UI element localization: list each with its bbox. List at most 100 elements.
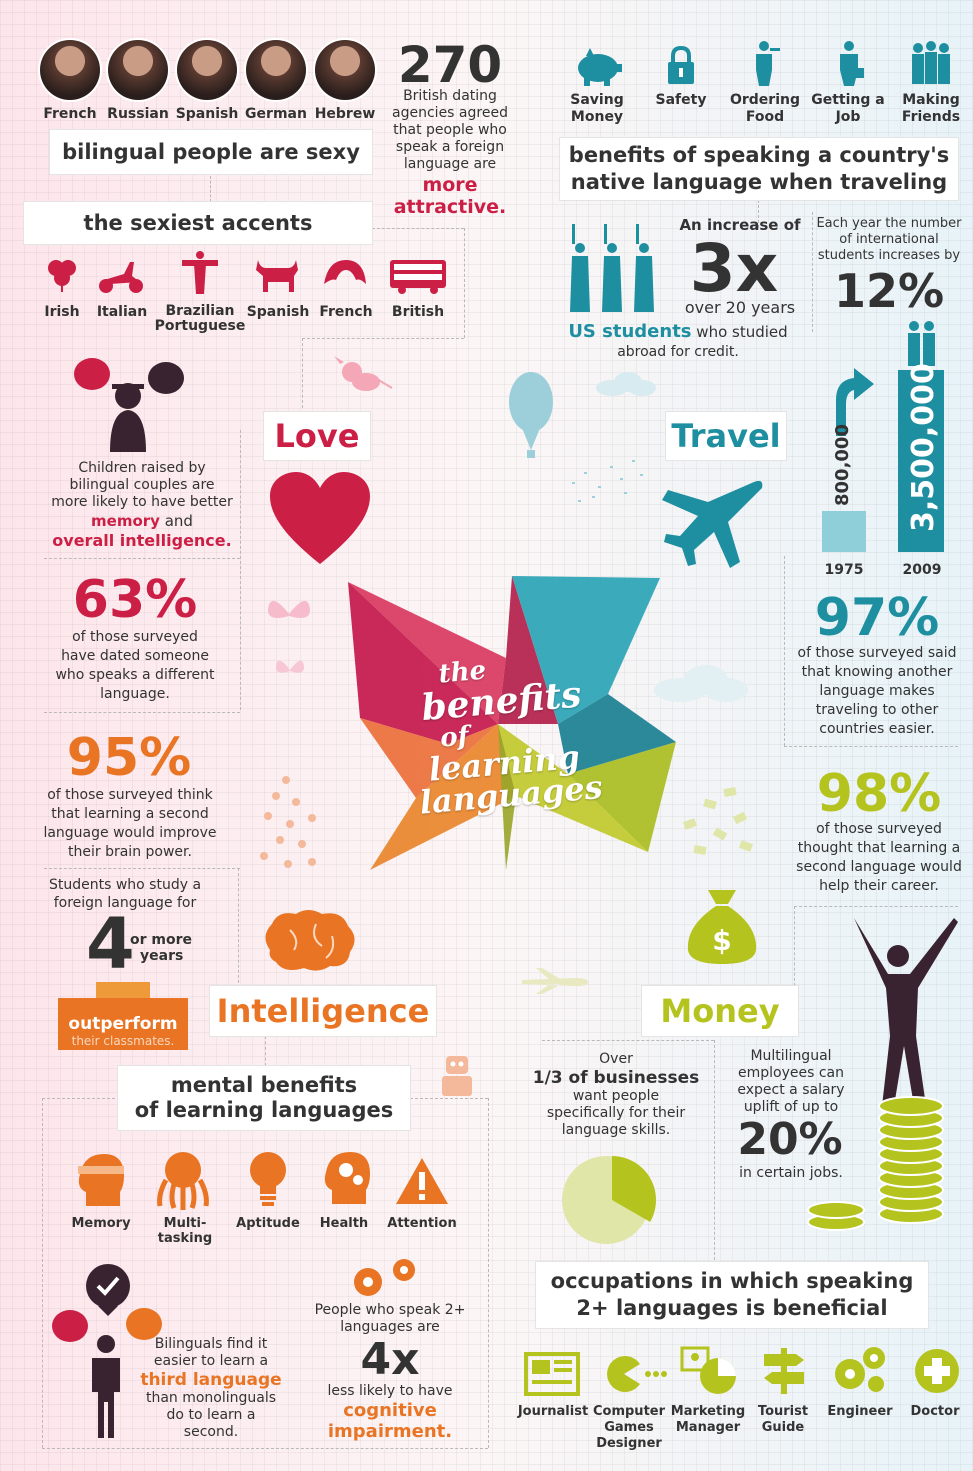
flying-bills-icon [682, 787, 754, 855]
group-of-friends-icon [912, 41, 950, 84]
piggy-bank-icon [578, 48, 622, 86]
travel-icon-label: Making Friends [901, 92, 961, 125]
signpost-icon [764, 1348, 804, 1394]
mental-label: Multi-tasking [157, 1216, 213, 1246]
head-bandage-icon [78, 1154, 124, 1206]
mental-label: Memory [71, 1216, 131, 1231]
section-love: Love [264, 412, 370, 460]
clover-icon [48, 260, 76, 292]
accent-label: Italian [96, 304, 148, 320]
person-label: Hebrew [314, 106, 376, 122]
waiter-icon [756, 41, 780, 86]
sexy-title: bilingual people are sexy [50, 130, 372, 174]
outperform-podium: outperform their classmates. [58, 998, 188, 1050]
coin-stack-icon [878, 1096, 944, 1224]
mental-label: Aptitude [236, 1216, 300, 1231]
increase-label: An increase of [679, 216, 801, 234]
stat-98: 98% [816, 764, 942, 824]
chart-profile-icon [680, 1346, 736, 1394]
people2-value: 4x [360, 1334, 420, 1385]
bilinguals-highlight: third language [140, 1370, 282, 1390]
avatar [177, 40, 237, 100]
gears-icon [354, 1259, 415, 1296]
statue-of-liberty-icon [570, 224, 654, 312]
biz-value: 1/3 of businesses [532, 1068, 700, 1088]
businessman-icon [840, 41, 864, 86]
occupation-label: Engineer [827, 1404, 893, 1419]
pacman-icon [607, 1356, 667, 1392]
child-speech-bubbles-icon [74, 358, 184, 452]
robot-icon [442, 1056, 472, 1096]
bull-icon [256, 260, 298, 292]
mental-label: Attention [387, 1216, 457, 1231]
avatar [246, 40, 306, 100]
bar-1975-label: 800,000 [832, 424, 853, 506]
croissant-icon [324, 260, 366, 284]
svg-text:$: $ [712, 924, 731, 957]
travel-icon-label: Ordering Food [729, 92, 800, 125]
people-on-bar-icon [908, 321, 935, 366]
avatar [40, 40, 100, 100]
center-title: the benefits of learning languages [418, 655, 605, 822]
person-label: Spanish [175, 106, 239, 122]
birds-icon [572, 460, 643, 502]
cloud-icon [654, 665, 748, 702]
intl-value: 12% [833, 264, 945, 318]
year-2009: 2009 [902, 562, 942, 578]
money-bag-icon: $ [687, 890, 757, 964]
padlock-icon [668, 45, 694, 84]
heart-icon [270, 472, 370, 564]
occupation-label: Tourist Guide [757, 1404, 809, 1435]
year-1975: 1975 [824, 562, 864, 578]
us-students-line2: abroad for credit. [617, 344, 739, 360]
celebrating-person-icon [854, 918, 958, 1106]
occupation-label: Doctor [910, 1404, 960, 1419]
pie-slice-businesses [612, 1156, 656, 1222]
bar-2009 [898, 370, 944, 552]
travel-icon-label: Getting a Job [811, 92, 885, 125]
medical-cross-icon [915, 1349, 959, 1393]
section-travel: Travel [666, 412, 786, 460]
person-label: German [245, 106, 307, 122]
person-label: Russian [107, 106, 169, 122]
avatar [108, 40, 168, 100]
hot-air-balloon-icon [509, 372, 553, 458]
us-students-text: US students who studied [568, 321, 788, 342]
increase-sub: over 20 years [684, 298, 796, 317]
person-speech-bubbles-icon [52, 1264, 162, 1438]
cupid-icon [334, 356, 393, 391]
person-label: French [43, 106, 97, 122]
travel-icon-label: Saving Money [570, 92, 624, 125]
section-intelligence: Intelligence [210, 986, 436, 1036]
podium-top [96, 982, 150, 998]
study-number: 4 [86, 903, 135, 985]
bar-1975 [822, 511, 866, 552]
stat-95: 95% [66, 728, 192, 788]
section-money: Money [642, 986, 798, 1036]
butterfly-icon [276, 660, 304, 673]
people2-text: People who speak 2+languages are [314, 1302, 466, 1335]
butterfly-icon [268, 600, 310, 618]
occupation-label: Marketing Manager [670, 1404, 746, 1435]
warning-icon [396, 1158, 448, 1204]
double-decker-bus-icon [390, 260, 446, 294]
travel-icon-label: Safety [655, 92, 707, 108]
increase-value: 3x [689, 230, 779, 307]
stat-63: 63% [72, 570, 198, 630]
accent-label: French [319, 304, 373, 320]
dating-number: 270 [397, 36, 503, 94]
